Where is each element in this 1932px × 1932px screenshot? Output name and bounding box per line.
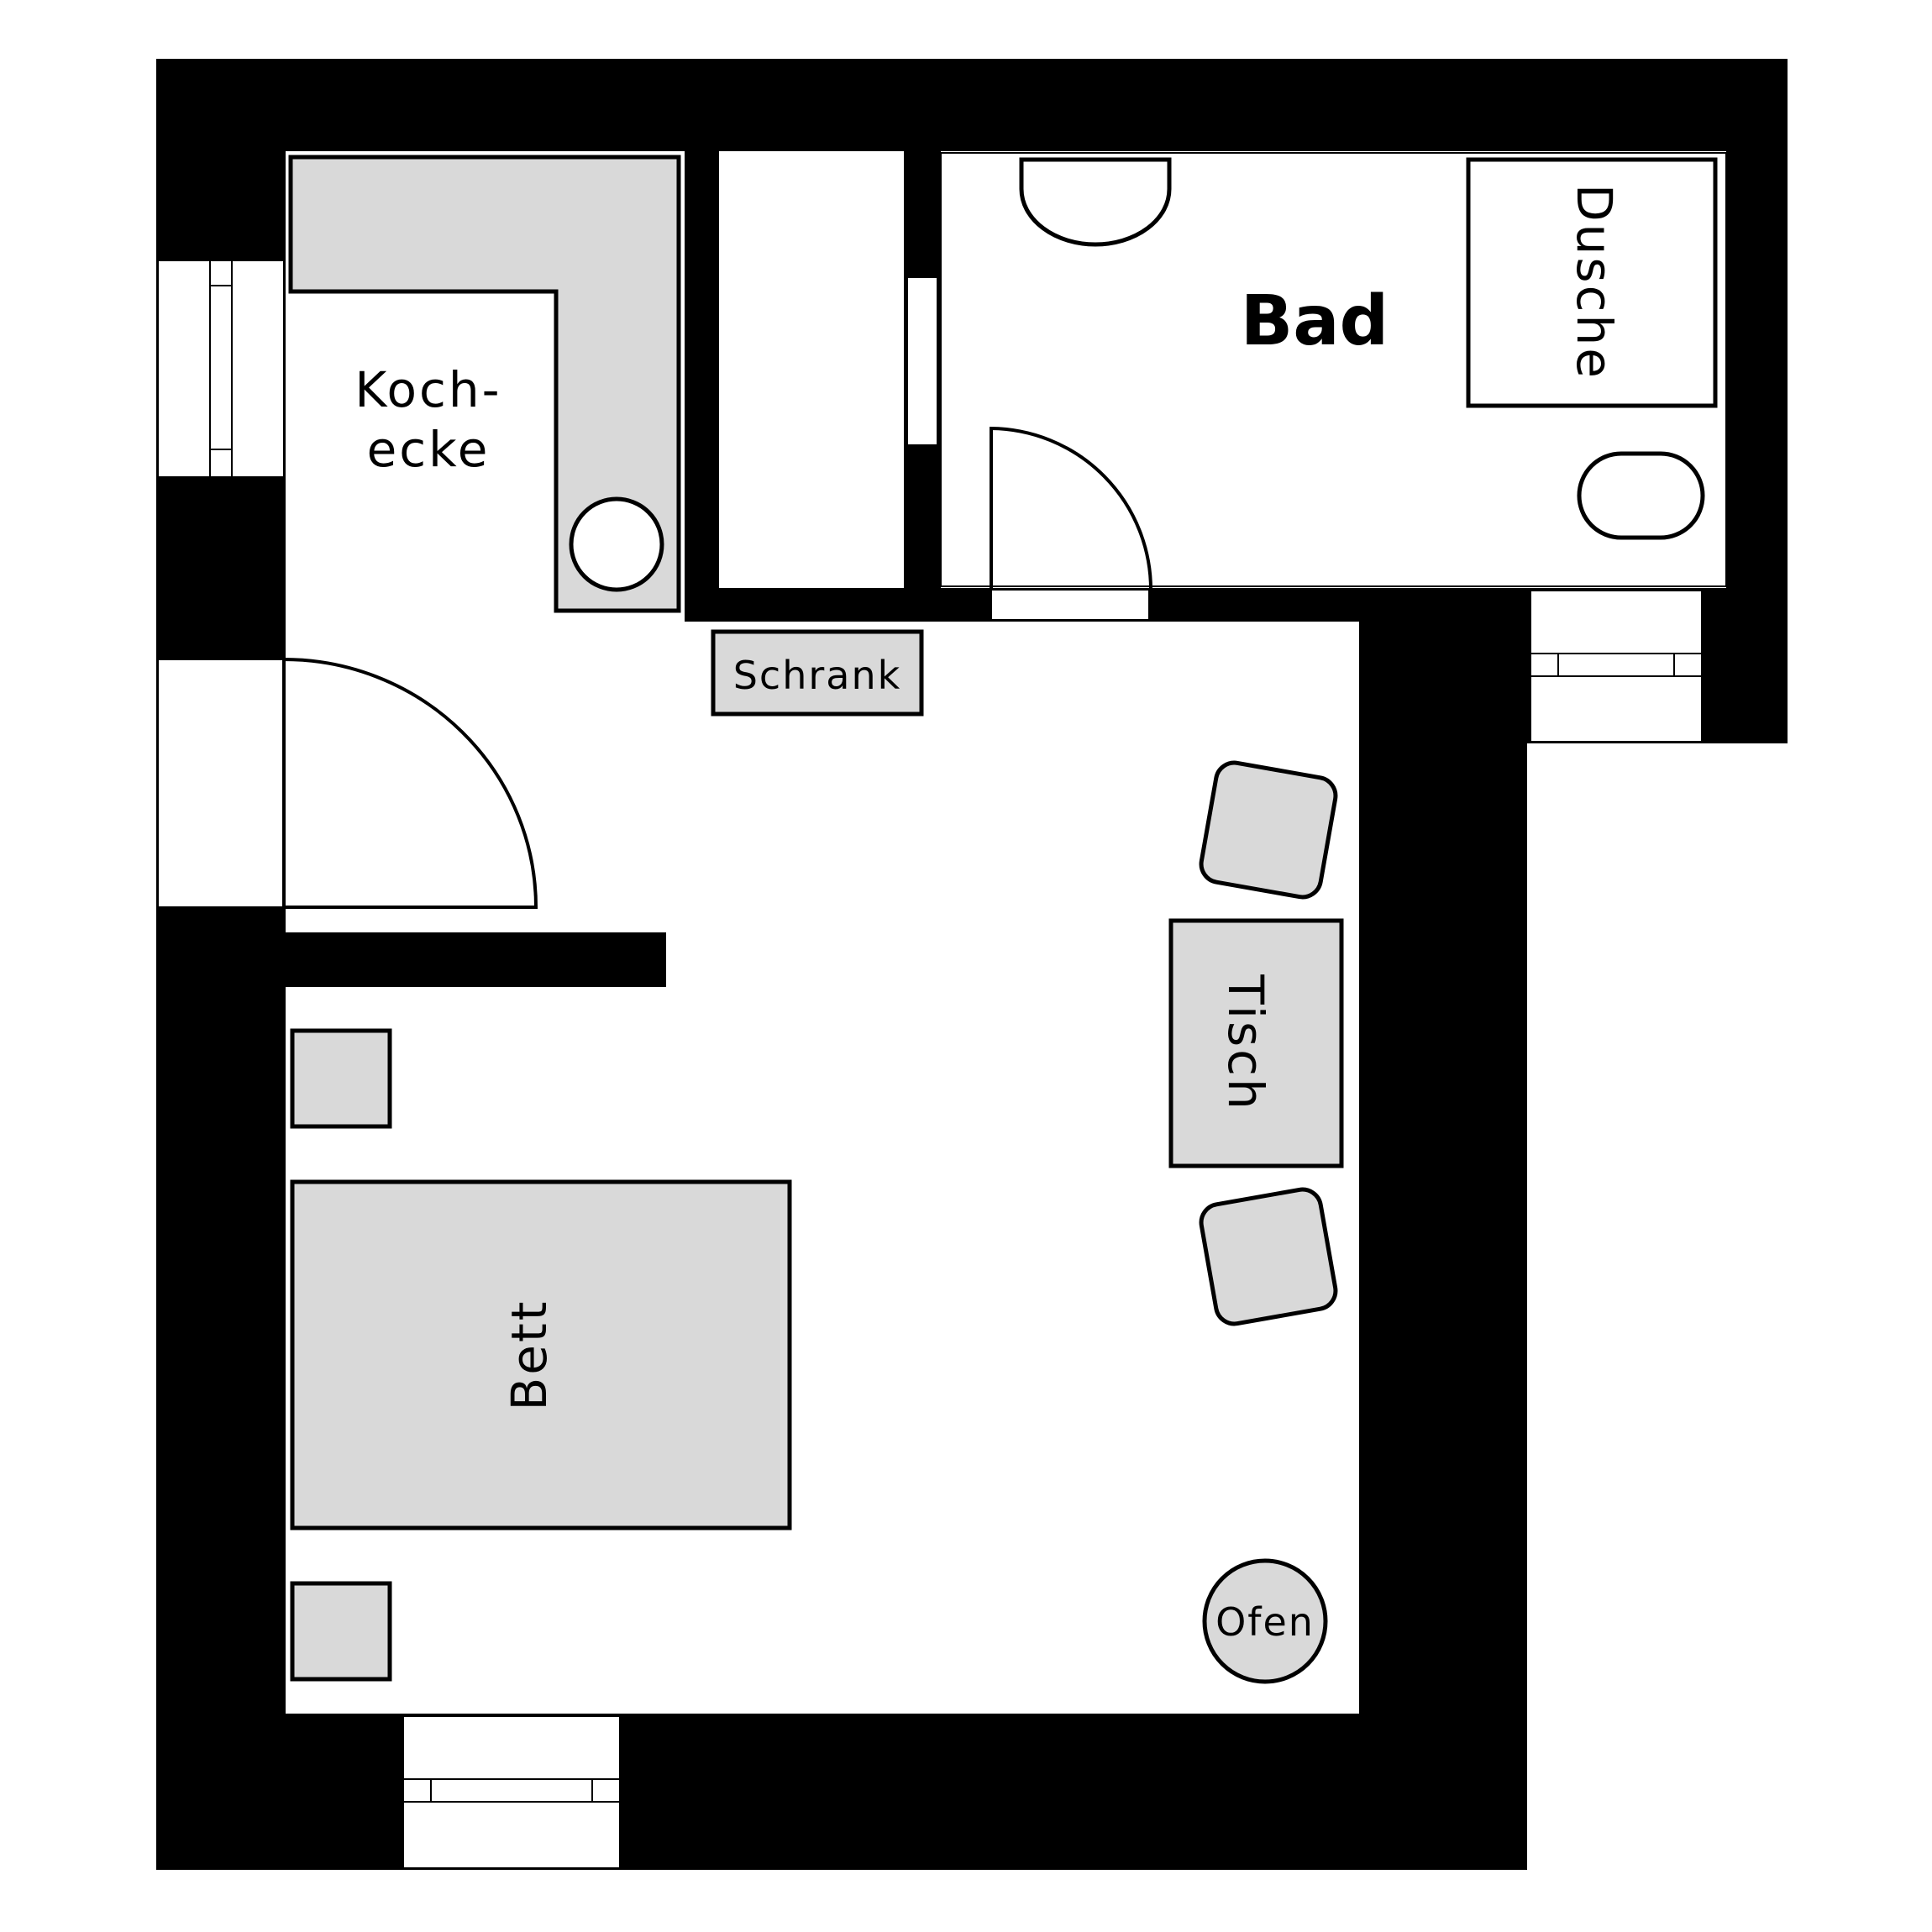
toilet-icon <box>1019 157 1172 247</box>
stove-group: Ofen <box>1202 1558 1328 1684</box>
stove-label: Ofen <box>1215 1599 1315 1645</box>
kitchen-label-line1: Koch- <box>354 361 501 418</box>
washbasin-icon <box>1577 451 1705 540</box>
wall-closet-bottom <box>685 588 991 622</box>
nightstand-bottom <box>290 1581 392 1682</box>
bed-group: Bett <box>290 1028 792 1682</box>
kitchen-label-line2: ecke <box>367 421 491 478</box>
wall-kitchen-closet <box>685 151 719 622</box>
wardrobe-label: Schrank <box>733 653 902 698</box>
shower <box>1466 157 1718 408</box>
bathroom-outline <box>940 152 1727 587</box>
table <box>1168 918 1344 1168</box>
shower-label: Dusche <box>1566 184 1623 381</box>
wardrobe-group: Schrank <box>711 629 924 717</box>
bath-door-gap <box>990 589 1150 621</box>
bed <box>290 1179 792 1530</box>
closet-floor <box>719 151 904 588</box>
window-bottom <box>402 1715 621 1869</box>
closet-bath-opening <box>906 276 938 446</box>
stove <box>1202 1558 1328 1684</box>
bed-label: Bett <box>501 1299 558 1411</box>
kitchen-counter-group: Koch- ecke <box>288 155 681 613</box>
table-label: Tisch <box>1217 974 1274 1112</box>
sink-icon <box>569 496 664 592</box>
kitchen-counter <box>288 155 681 613</box>
entrance-door-swing <box>282 657 538 909</box>
bathroom-group: Bad Dusche <box>940 152 1727 587</box>
bathroom-label: Bad <box>1241 281 1389 361</box>
wall-entry-partition <box>156 932 666 987</box>
window-kitchen <box>157 260 285 478</box>
entrance-doorway <box>157 659 285 908</box>
chair-bottom <box>1199 1187 1338 1326</box>
nightstand-top <box>290 1028 392 1129</box>
openings <box>157 260 1703 1869</box>
wardrobe <box>711 629 924 717</box>
doors <box>282 426 1152 909</box>
chair-top <box>1199 760 1338 900</box>
dining-group: Tisch <box>1168 760 1344 1326</box>
wall-bath-bottom <box>1149 588 1359 622</box>
window-bath <box>1530 590 1703 743</box>
bath-door-swing <box>990 426 1152 591</box>
